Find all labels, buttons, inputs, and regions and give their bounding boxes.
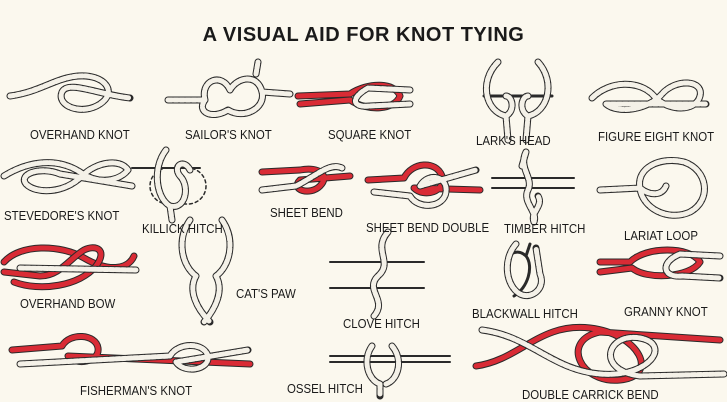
sailors-knot-illustration — [164, 58, 294, 118]
timber-hitch-illustration — [491, 148, 575, 226]
knot-label-larks-head: LARK'S HEAD — [476, 133, 551, 148]
granny-knot-illustration — [596, 246, 724, 282]
ossel-hitch-illustration — [329, 342, 451, 400]
knot-label-blackwall-hitch: BLACKWALL HITCH — [472, 306, 578, 321]
knot-label-overhand-bow: OVERHAND BOW — [20, 296, 116, 311]
overhand-knot-illustration — [6, 72, 134, 113]
knot-label-clove-hitch: CLOVE HITCH — [343, 316, 420, 331]
clove-hitch-illustration — [329, 228, 425, 320]
knot-label-double-carrick-bend: DOUBLE CARRICK BEND — [522, 387, 659, 402]
lariat-loop-illustration — [596, 157, 708, 219]
knot-label-granny-knot: GRANNY KNOT — [624, 304, 708, 319]
knot-label-square-knot: SQUARE KNOT — [328, 127, 412, 142]
double-carrick-bend-illustration — [472, 323, 727, 384]
knot-label-stevedores-knot: STEVEDORE'S KNOT — [4, 208, 120, 223]
knot-label-fishermans-knot: FISHERMAN'S KNOT — [80, 383, 193, 398]
chart-title: A VISUAL AID FOR KNOT TYING — [202, 24, 525, 46]
knot-label-sheet-bend-double: SHEET BEND DOUBLE — [366, 220, 490, 235]
knot-label-sailors-knot: SAILOR'S KNOT — [185, 127, 272, 142]
sheet-bend-illustration — [258, 163, 354, 195]
sheet-bend-double-illustration — [364, 161, 484, 209]
larks-head-illustration — [482, 58, 554, 144]
figure-eight-knot-illustration — [588, 79, 710, 113]
fishermans-knot-illustration — [8, 333, 254, 373]
knot-label-lariat-loop: LARIAT LOOP — [624, 228, 698, 243]
knot-label-figure-eight-knot: FIGURE EIGHT KNOT — [598, 129, 715, 144]
blackwall-hitch-illustration — [503, 240, 545, 299]
knot-label-overhand-knot: OVERHAND KNOT — [30, 127, 130, 142]
knot-label-sheet-bend: SHEET BEND — [270, 205, 343, 220]
knot-label-ossel-hitch: OSSEL HITCH — [287, 381, 363, 396]
knot-label-timber-hitch: TIMBER HITCH — [504, 221, 586, 236]
square-knot-illustration — [294, 81, 414, 112]
knot-label-cats-paw: CAT'S PAW — [236, 286, 296, 301]
overhand-bow-illustration — [0, 244, 140, 291]
stevedores-knot-illustration — [0, 159, 136, 195]
cats-paw-illustration — [178, 216, 234, 326]
killick-hitch-illustration — [131, 146, 207, 224]
knot-label-killick-hitch: KILLICK HITCH — [142, 221, 223, 236]
